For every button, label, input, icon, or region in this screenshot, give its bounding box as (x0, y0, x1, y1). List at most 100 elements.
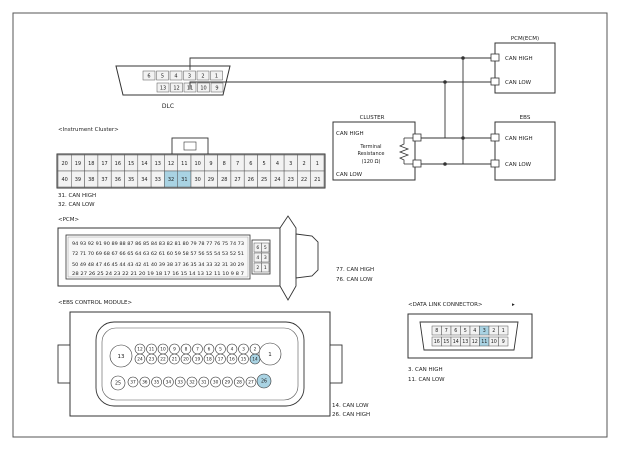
ebs-pin: 24 (137, 357, 143, 363)
ebs-pin-socket (192, 353, 203, 365)
ic-pin: 1 (316, 161, 319, 167)
pcm-note-2: 76. CAN LOW (336, 277, 373, 283)
cluster-can-low: CAN LOW (336, 172, 363, 178)
ic-pin: 15 (128, 161, 134, 167)
ebs-big-pin-socket (109, 344, 133, 368)
ebs-pin: 2 (254, 347, 257, 353)
ic-pin: 14 (141, 161, 147, 167)
pcm-ecm-module: PCM(ECM) CAN HIGH CAN LOW (490, 36, 556, 94)
ebs-pin: 29 (225, 380, 231, 386)
ic-pin: 28 (221, 177, 227, 183)
dl-pin-cell (498, 336, 509, 347)
dlc-pin-cell (210, 82, 224, 93)
bus-junction-dots (443, 56, 465, 166)
dl-pin: 7 (445, 328, 448, 334)
dl-pin: 4 (473, 328, 476, 334)
ic-pin: 32 (168, 177, 174, 183)
ic-pin: 33 (155, 177, 161, 183)
ebs-pin: 34 (166, 380, 172, 386)
ebs-pin: 16 (229, 357, 235, 363)
ic-pin: 7 (236, 161, 239, 167)
pcm-title: PCM(ECM) (511, 36, 539, 42)
dlc-pin-cell (183, 70, 196, 81)
dlc-pin-cell (210, 70, 223, 81)
ic-pin: 39 (75, 177, 81, 183)
ebs-pin: 31 (201, 380, 207, 386)
ebs-pin-socket (157, 353, 169, 365)
dlc-pin: 2 (201, 73, 204, 79)
pcm-pins-row-1: 94 93 92 91 90 89 88 87 86 85 84 83 82 8… (72, 241, 244, 246)
ebs-pin-socket (226, 353, 238, 365)
dl-pin: 13 (462, 339, 468, 345)
ebs-pin-socket (238, 353, 249, 365)
dlc-pin-cell (197, 82, 210, 93)
ebs-pin: 6 (208, 347, 211, 353)
ic-pin: 37 (101, 177, 107, 183)
dlc-pin-cell (169, 70, 183, 81)
diagram-frame (12, 12, 608, 438)
dlc-pin: 10 (200, 85, 206, 91)
data-link-marker: ▸ (512, 302, 515, 308)
pcm-side-pin: 3 (264, 255, 267, 261)
ebs-pin: 22 (160, 357, 166, 363)
ebs-pin-socket (180, 353, 192, 365)
ebs-pin: 18 (206, 357, 212, 363)
ic-pin: 8 (223, 161, 226, 167)
resistor-icon (398, 137, 413, 165)
ebs-pin: 21 (172, 357, 178, 363)
ic-pin: 25 (261, 177, 267, 183)
ebs-pin-socket (233, 376, 245, 388)
ebs-pin-socket (222, 376, 233, 388)
pcm-can-high: CAN HIGH (505, 56, 533, 62)
ebs-title: EBS (520, 115, 531, 121)
dlc-pin-cell (156, 70, 169, 81)
dlc-pin-cell (196, 70, 210, 81)
can-bus-wires (189, 57, 495, 165)
ebs-big-pin: 25 (115, 381, 121, 387)
ebs-big-pin: 13 (118, 354, 125, 360)
terminal-resistance-label-3: (120 Ω) (362, 159, 381, 165)
dl-pin: 3 (483, 328, 486, 334)
dl-pin: 9 (502, 339, 505, 345)
ebs-pin: 30 (213, 380, 219, 386)
ic-pin: 22 (301, 177, 307, 183)
dlc-pin: 13 (160, 85, 166, 91)
ebs-pin-socket (163, 376, 174, 388)
ic-pin: 24 (274, 177, 280, 183)
dl-pin-cell (498, 325, 509, 336)
cluster-module: CLUSTER CAN HIGH CAN LOW Terminal Resist… (332, 115, 422, 181)
ic-pin: 13 (155, 161, 161, 167)
ic-pin: 40 (61, 177, 67, 183)
dlc-pin: 5 (161, 73, 164, 79)
ebs-pin-socket (245, 376, 257, 388)
ic-pin: 4 (276, 161, 279, 167)
pcm-can-low: CAN LOW (505, 80, 532, 86)
ic-pin: 16 (115, 161, 121, 167)
dlc-pin: 6 (147, 73, 150, 79)
terminal-resistance-label-1: Terminal (359, 144, 381, 150)
ebs-note-2: 26. CAN HIGH (332, 412, 370, 418)
dl-pin: 6 (454, 328, 457, 334)
ebs-pin: 11 (149, 347, 155, 353)
ebs-big-pin-socket (110, 375, 126, 391)
ic-pin: 30 (194, 177, 200, 183)
ebs-pin-socket (127, 376, 139, 388)
dlc-pin: 3 (188, 73, 191, 79)
pcm-side-pin: 6 (256, 245, 259, 251)
cluster-title: CLUSTER (360, 115, 385, 121)
pcm-side-pin-cell (261, 252, 270, 263)
ebs-pin: 32 (189, 380, 195, 386)
ebs-pin-socket (174, 376, 186, 388)
pcm-connector: <PCM> 94 93 92 91 90 89 88 87 86 85 84 8… (57, 215, 374, 301)
ebs-big-pin: 1 (268, 352, 272, 358)
dl-pin: 11 (481, 339, 487, 345)
instrument-cluster-title: <Instrument Cluster> (58, 127, 119, 133)
ebs-pin-socket (203, 353, 215, 365)
ebs-module: EBS CAN HIGH CAN LOW (490, 115, 556, 181)
pcm-side-pin: 4 (256, 255, 259, 261)
